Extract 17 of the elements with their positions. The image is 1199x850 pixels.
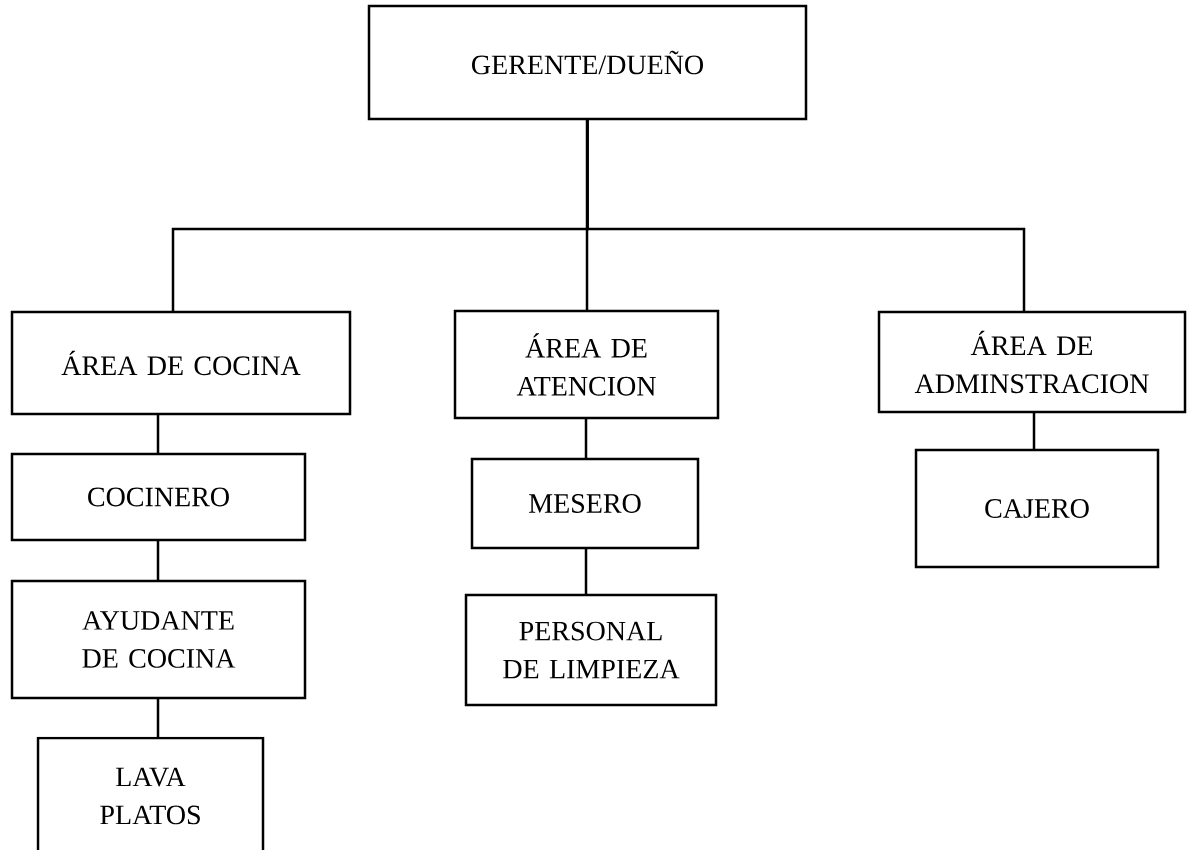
connector-line [584,418,588,459]
connector-line [1032,412,1036,450]
connector-line [586,119,1026,312]
org-box: COCINERO [10,452,307,542]
org-box: PERSONAL DE LIMPIEZA [464,593,718,707]
org-box: ÁREA DE ADMINSTRACION [877,310,1187,414]
org-box: ÁREA DE ATENCION [453,309,720,420]
org-box: LAVA PLATOS [36,736,265,850]
org-box: ÁREA DE COCINA [10,310,352,416]
connector-line [156,698,160,738]
connector-line [156,540,160,581]
org-box: MESERO [470,457,700,550]
org-box: AYUDANTE DE COCINA [10,579,307,700]
connector-line [156,414,160,454]
org-box: GERENTE/DUEÑO [367,4,808,121]
connector-line [584,548,588,595]
org-box: CAJERO [914,448,1160,569]
